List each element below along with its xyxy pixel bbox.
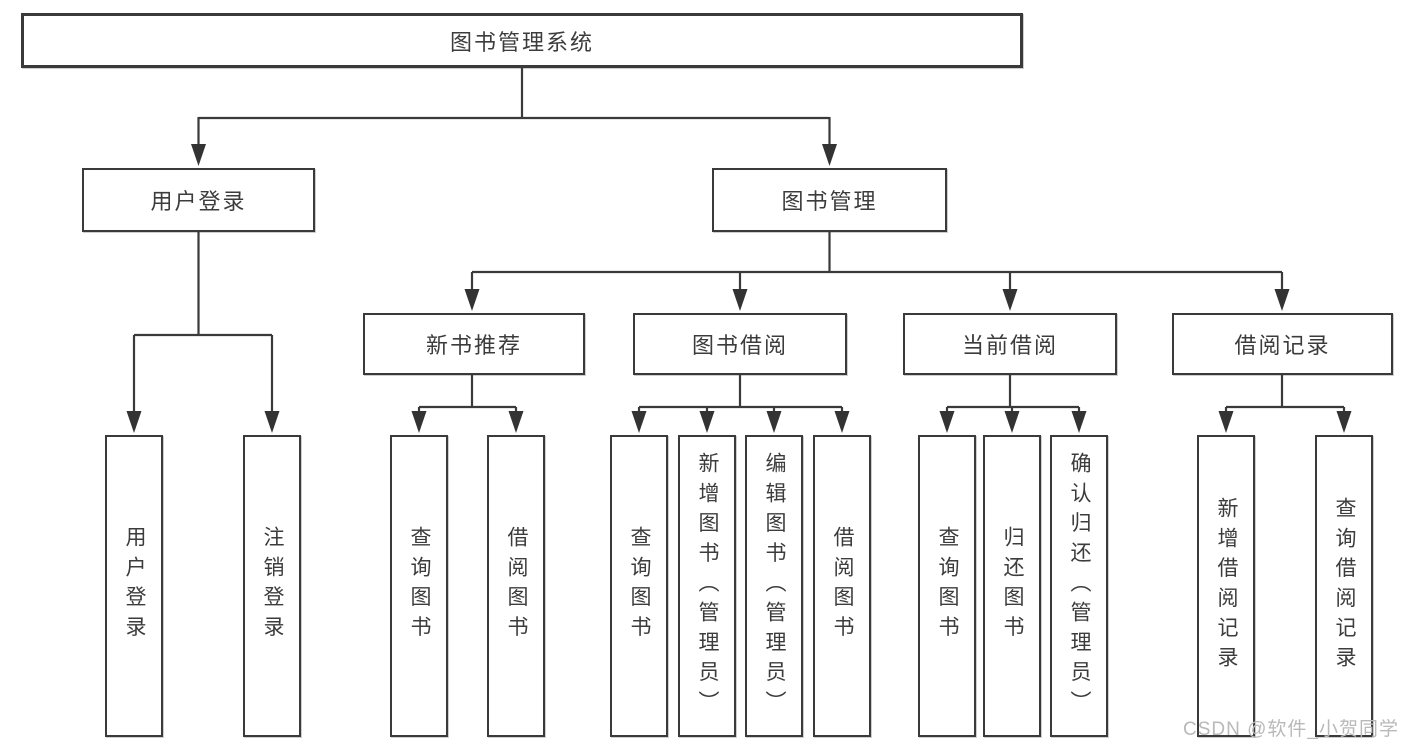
connector-current-borrow: [945, 375, 1081, 416]
arrow-down-icon: [939, 411, 955, 433]
leaf-query-borrow-record: 查询借阅记录: [1315, 435, 1373, 737]
node-borrowing-records: 借阅记录: [1172, 313, 1393, 375]
leaf-add-books-admin: 新增图书（管理员）: [678, 435, 736, 737]
leaf-label: 确认归还（管理员）: [1068, 451, 1091, 721]
connector-book-mgmt: [470, 232, 1284, 295]
leaf-user-login: 用户登录: [105, 435, 163, 737]
node-label: 借阅记录: [1234, 333, 1331, 358]
leaf-label: 借阅图书: [505, 526, 528, 646]
arrow-down-icon: [1274, 289, 1290, 311]
arrow-down-icon: [508, 411, 524, 433]
leaf-query-books-1: 查询图书: [390, 435, 448, 737]
leaf-logout: 注销登录: [243, 435, 301, 737]
node-label: 新书推荐: [425, 333, 522, 358]
leaf-return-books: 归还图书: [983, 435, 1041, 737]
leaf-label: 查询图书: [628, 526, 651, 646]
node-label: 图书借阅: [691, 333, 788, 358]
node-new-book-recommend: 新书推荐: [363, 313, 585, 375]
leaf-label: 查询图书: [408, 526, 431, 646]
connector-book-borrow: [637, 375, 844, 416]
node-label: 当前借阅: [961, 333, 1058, 358]
connector-root: [197, 68, 831, 150]
arrow-down-icon: [191, 144, 206, 166]
arrow-down-icon: [1071, 411, 1087, 433]
leaf-label: 新增图书（管理员）: [696, 451, 719, 721]
leaf-borrow-books-1: 借阅图书: [487, 435, 545, 737]
arrow-down-icon: [411, 411, 427, 433]
node-label: 图书管理系统: [449, 29, 594, 55]
leaf-borrow-books-2: 借阅图书: [813, 435, 871, 737]
arrow-down-icon: [766, 411, 782, 433]
connector-user-login: [132, 232, 274, 416]
leaf-label: 借阅图书: [831, 526, 854, 646]
leaf-add-borrow-record: 新增借阅记录: [1197, 435, 1255, 737]
node-book-borrowing: 图书借阅: [633, 313, 847, 375]
leaf-label: 查询借阅记录: [1333, 496, 1356, 676]
leaf-confirm-return-admin: 确认归还（管理员）: [1050, 435, 1108, 737]
arrow-down-icon: [834, 411, 850, 433]
leaf-label: 用户登录: [123, 526, 146, 646]
connector-borrow-records: [1224, 375, 1346, 416]
node-current-borrowing: 当前借阅: [903, 313, 1117, 375]
leaf-label: 归还图书: [1001, 526, 1024, 646]
leaf-query-books-2: 查询图书: [610, 435, 668, 737]
arrow-down-icon: [1218, 411, 1234, 433]
node-book-management: 图书管理: [712, 168, 947, 232]
arrow-down-icon: [631, 411, 647, 433]
node-label: 图书管理: [781, 189, 878, 214]
node-user-login: 用户登录: [82, 168, 315, 232]
arrow-down-icon: [732, 289, 748, 311]
node-label: 用户登录: [150, 189, 247, 214]
connector-new-books: [417, 375, 518, 416]
leaf-edit-books-admin: 编辑图书（管理员）: [745, 435, 803, 737]
arrow-down-icon: [1002, 289, 1018, 311]
leaf-label: 注销登录: [261, 526, 284, 646]
leaf-label: 编辑图书（管理员）: [763, 451, 786, 721]
arrow-down-icon: [264, 411, 280, 433]
csdn-watermark: CSDN @软件_小贺同学: [1183, 719, 1399, 740]
arrow-down-icon: [1336, 411, 1352, 433]
arrow-down-icon: [1004, 411, 1020, 433]
leaf-label: 查询图书: [936, 526, 959, 646]
arrow-down-icon: [699, 411, 715, 433]
arrow-down-icon: [822, 144, 837, 166]
leaf-label: 新增借阅记录: [1215, 496, 1238, 676]
node-library-management-system: 图书管理系统: [21, 13, 1023, 68]
arrow-down-icon: [464, 289, 480, 311]
arrow-down-icon: [126, 411, 142, 433]
leaf-query-books-3: 查询图书: [918, 435, 976, 737]
